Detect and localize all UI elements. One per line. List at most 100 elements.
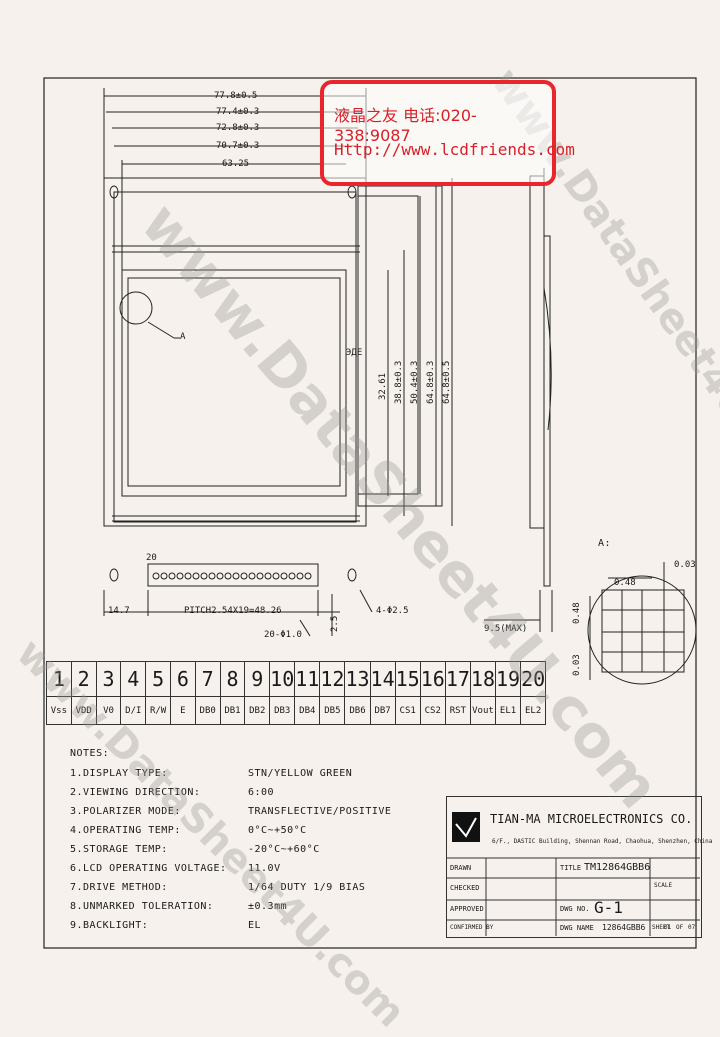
- dim-pin-dia: 20-Φ1.0: [264, 630, 302, 640]
- stamp-line-2: Http://www.lcdfriends.com: [334, 140, 575, 159]
- pin-number: 18: [469, 661, 497, 697]
- pin-number: 8: [219, 661, 246, 697]
- distributor-stamp: 液晶之友 电话:020-338:9087 Http://www.lcdfrien…: [320, 80, 575, 186]
- approved-label: APPROVED: [450, 905, 484, 913]
- label-dc-1: ЭДЕ: [346, 348, 363, 358]
- detail-048-v: 0.48: [572, 602, 582, 624]
- pin-number: 16: [419, 661, 446, 697]
- note-label: 2.VIEWING DIRECTION:: [70, 787, 201, 798]
- dim-top-5: 63.25: [222, 159, 250, 169]
- dim-top-2: 77.4±0.3: [216, 107, 260, 117]
- pin-number: 9: [244, 661, 271, 697]
- pin-name: RST: [444, 696, 471, 725]
- pin-number: 19: [495, 661, 522, 697]
- pin-number: 2: [70, 661, 97, 697]
- pin-name: DB0: [194, 696, 221, 725]
- note-value: 6:00: [248, 787, 275, 798]
- detail-a-title: A:: [598, 538, 612, 549]
- detail-003-h: 0.03: [674, 560, 696, 570]
- notes-header: NOTES:: [70, 748, 110, 759]
- pin-name: EL2: [520, 696, 547, 725]
- pin-number: 6: [169, 661, 196, 697]
- pin-number: 10: [269, 661, 296, 697]
- pin-name: DB3: [269, 696, 296, 725]
- company-name: TIAN-MA MICROELECTRONICS CO.: [490, 812, 693, 826]
- company-address: 6/F., DASTIC Building, Shennan Road, Cha…: [492, 838, 713, 845]
- pin-number: 1: [46, 661, 72, 697]
- drawing-title: TM12864GBB6: [584, 862, 651, 873]
- note-value: EL: [248, 920, 262, 931]
- dim-right-2: 38.8±0.3: [394, 360, 404, 404]
- dwg-name-label: DWG NAME: [560, 924, 594, 932]
- pin-number: 3: [95, 661, 122, 697]
- pin-name: DB4: [294, 696, 321, 725]
- pin-assignment-table: 1 2 3 4 5 6 7 8 9 10 11 12 13 14 15 16 1…: [46, 661, 547, 725]
- pin-number: 17: [444, 661, 471, 697]
- detail-048-h: 0.48: [614, 578, 636, 588]
- note-value: 11.0V: [248, 863, 281, 874]
- pin-name: DB2: [244, 696, 271, 725]
- dwg-no-label: DWG NO.: [560, 905, 590, 913]
- dim-right-3: 50.4±0.3: [410, 360, 420, 404]
- dim-right-4: 64.8±0.3: [426, 360, 436, 404]
- pin-number: 7: [194, 661, 221, 697]
- pin-number: 14: [369, 661, 396, 697]
- pin-number: 5: [145, 661, 171, 697]
- note-label: 9.BACKLIGHT:: [70, 920, 149, 931]
- scale-label: SCALE: [654, 882, 673, 889]
- dim-right-5: 64.8±0.5: [442, 360, 452, 404]
- dim-top-1: 77.8±0.5: [214, 91, 258, 101]
- note-value: 1/64 DUTY 1/9 BIAS: [248, 882, 366, 893]
- dim-thickness: 9.5(MAX): [484, 624, 528, 634]
- note-label: 3.POLARIZER MODE:: [70, 806, 181, 817]
- note-value: ±0.3mm: [248, 901, 288, 912]
- note-label: 7.DRIVE METHOD:: [70, 882, 168, 893]
- note-label: 1.DISPLAY TYPE:: [70, 768, 168, 779]
- pin-number: 11: [294, 661, 321, 697]
- dwg-name: 12864GBB6: [602, 923, 646, 932]
- pin-name: CS1: [394, 696, 421, 725]
- detail-a-label: A: [180, 332, 186, 342]
- dim-pin-len: 2.5: [330, 615, 340, 632]
- pin-number: 15: [394, 661, 421, 697]
- note-label: 5.STORAGE TEMP:: [70, 844, 168, 855]
- pin-name: V0: [95, 696, 122, 725]
- pin-number: 20: [520, 661, 547, 697]
- checked-label: CHECKED: [450, 884, 480, 892]
- dim-hole-dia: 4-Φ2.5: [376, 606, 409, 616]
- sheet-label: SHEET: [652, 924, 671, 931]
- pin-name: EL1: [495, 696, 522, 725]
- title-label: TITLE: [560, 864, 582, 872]
- sheet-total: 07: [688, 924, 696, 931]
- pin-name: E: [169, 696, 196, 725]
- dwg-no: G-1: [594, 898, 623, 917]
- dim-top-4: 70.7±0.3: [216, 141, 260, 151]
- note-label: 6.LCD OPERATING VOLTAGE:: [70, 863, 227, 874]
- pin-name: Vout: [469, 696, 497, 725]
- sheet-number: 01: [664, 924, 672, 931]
- pin-name: R/W: [145, 696, 171, 725]
- drawing-sheet: 77.8±0.5 77.4±0.3 72.8±0.3 70.7±0.3 63.2…: [7, 60, 720, 1036]
- sheet-of-label: OF: [676, 924, 684, 931]
- pin-name: DB5: [319, 696, 346, 725]
- note-label: 8.UNMARKED TOLERATION:: [70, 901, 214, 912]
- title-block: [446, 796, 702, 938]
- note-value: STN/YELLOW GREEN: [248, 768, 353, 779]
- pin-number: 4: [120, 661, 147, 697]
- pin20-label: 20: [146, 553, 157, 563]
- pin-name: DB6: [344, 696, 371, 725]
- pin-name: DB7: [369, 696, 396, 725]
- stamp-line-1: 液晶之友 电话:020-338:9087: [334, 106, 477, 145]
- confirmed-label: CONFIRMED BY: [450, 924, 494, 931]
- note-value: 0°C~+50°C: [248, 825, 307, 836]
- note-label: 4.OPERATING TEMP:: [70, 825, 181, 836]
- pin-name: CS2: [419, 696, 446, 725]
- pin-name-row: Vss VDD V0 D/I R/W E DB0 DB1 DB2 DB3 DB4…: [46, 696, 547, 725]
- pin-name: DB1: [219, 696, 246, 725]
- dim-pitch: PITCH2.54X19=48.26: [184, 606, 282, 616]
- drawn-label: DRAWN: [450, 864, 472, 872]
- note-value: -20°C~+60°C: [248, 844, 320, 855]
- dim-left-offset: 14.7: [108, 606, 130, 616]
- note-value: TRANSFLECTIVE/POSITIVE: [248, 806, 392, 817]
- pin-number: 12: [319, 661, 346, 697]
